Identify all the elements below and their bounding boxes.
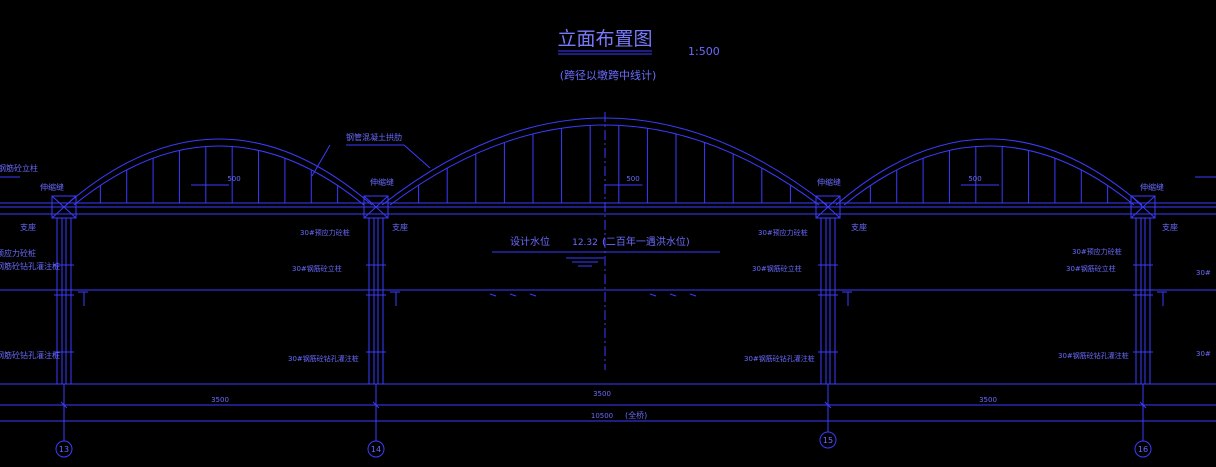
left-partial-c: 预应力砼桩 <box>0 248 36 258</box>
bearing-label-13: 支座 <box>20 222 36 232</box>
drawing-scale: 1:500 <box>688 45 720 58</box>
arch-rib-inner-right <box>843 145 1135 206</box>
pier-number-13: 13 <box>59 445 69 454</box>
flood-level-note: (二百年一遇洪水位) <box>602 235 690 248</box>
left-partial-a: 钢筋砼立柱 <box>0 163 38 173</box>
total-length-dim: 10500 <box>591 412 613 420</box>
pile-label-c-14: 30#钢筋砼钻孔灌注桩 <box>288 354 359 363</box>
pile-label-c-16: 30#钢筋砼钻孔灌注桩 <box>1058 351 1129 360</box>
expansion-joint-label-14: 伸缩缝 <box>370 177 394 187</box>
arch-rib-inner-left <box>73 145 365 206</box>
span-dim-tick-2 <box>824 401 832 409</box>
flood-level-label: 设计水位 <box>510 235 550 248</box>
pile-label-c-15: 30#钢筋砼钻孔灌注桩 <box>744 354 815 363</box>
span-dim-tick-3 <box>1139 401 1147 409</box>
expansion-joint-label-13: 伸缩缝 <box>40 182 64 192</box>
riverbed-mark-1 <box>509 293 517 297</box>
right-partial-a: 30# <box>1196 269 1211 277</box>
pile-label-b-16: 30#钢筋砼立柱 <box>1066 264 1116 273</box>
pier-column-14 <box>368 217 384 385</box>
pier-column-15 <box>820 217 836 385</box>
pile-label-b-14: 30#钢筋砼立柱 <box>292 264 342 273</box>
riverbed-mark-2 <box>529 293 537 297</box>
pier-marker-15: 15 <box>819 431 837 449</box>
bearing-label-14: 支座 <box>392 222 408 232</box>
pile-label-a-14: 30#预应力砼桩 <box>300 228 350 237</box>
pile-label-a-16: 30#预应力砼桩 <box>1072 247 1122 256</box>
pier-marker-16: 16 <box>1134 440 1152 458</box>
drawing-title: 立面布置图 <box>557 28 652 50</box>
pier-cap-diag2-13 <box>51 195 77 219</box>
pier-cap-diag2-14 <box>363 195 389 219</box>
flood-level-value: 12.32 <box>572 238 598 248</box>
arch-rib-outer-right <box>835 138 1143 206</box>
arch-rib-outer-left <box>65 138 373 206</box>
arch-rib-label: 钢管混凝土拱肋 <box>346 132 402 142</box>
right-partial-b: 30# <box>1196 350 1211 358</box>
pier-number-15: 15 <box>823 436 833 445</box>
drawing-linework <box>0 112 1216 441</box>
expansion-joint-label-16: 伸缩缝 <box>1140 182 1164 192</box>
riverbed-mark-4 <box>669 293 677 297</box>
span-dim-right: 3500 <box>979 396 997 404</box>
pier-marker-14: 14 <box>367 440 385 458</box>
span-dim-left: 3500 <box>211 396 229 404</box>
expansion-joint-label-15: 伸缩缝 <box>817 177 841 187</box>
pile-label-b-15: 30#钢筋砼立柱 <box>752 264 802 273</box>
hanger-spacing-right: 500 <box>968 175 981 183</box>
bearing-label-15: 支座 <box>851 222 867 232</box>
left-partial-d: 钢筋砼钻孔灌注桩 <box>0 350 60 360</box>
bearing-label-16: 支座 <box>1162 222 1178 232</box>
hanger-spacing-left: 500 <box>227 175 240 183</box>
pier-marker-13: 13 <box>55 440 73 458</box>
drawing-subtitle: (跨径以墩跨中线计) <box>560 68 657 82</box>
pier-number-16: 16 <box>1138 445 1148 454</box>
span-dim-mid: 3500 <box>593 390 611 398</box>
pier-number-14: 14 <box>371 445 381 454</box>
span-dim-tick-0 <box>60 401 68 409</box>
arch-label-leader-2 <box>403 144 431 169</box>
left-partial-b: 钢筋砼钻孔灌注桩 <box>0 261 60 271</box>
riverbed-mark-5 <box>689 293 697 297</box>
riverbed-mark-0 <box>489 293 497 297</box>
arch-label-leader-1 <box>311 144 331 177</box>
pier-column-16 <box>1135 217 1151 385</box>
hanger-spacing-mid: 500 <box>626 175 639 183</box>
pier-cap-diag2-16 <box>1130 195 1156 219</box>
riverbed-mark-3 <box>649 293 657 297</box>
span-dim-tick-1 <box>372 401 380 409</box>
pile-label-a-15: 30#预应力砼桩 <box>758 228 808 237</box>
pier-cap-diag2-15 <box>815 195 841 219</box>
total-length-note: (全桥) <box>625 410 647 420</box>
